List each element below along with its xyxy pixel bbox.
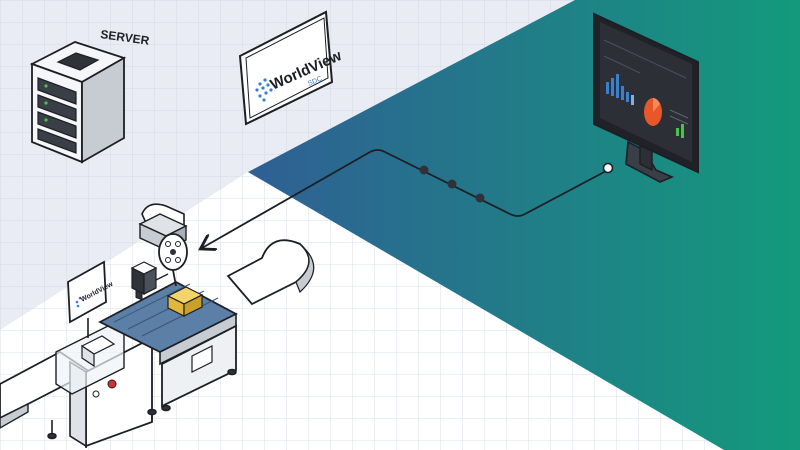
data-line-icon: [202, 149, 614, 248]
indicator-light: [107, 379, 117, 389]
globe-logo-icon: [255, 78, 273, 102]
dashboard-chart: [603, 39, 689, 138]
conveyor-icon: WorldView: [0, 239, 315, 448]
monitor-icon: [593, 12, 699, 183]
scanner-icon: [130, 203, 188, 301]
package-icon: [166, 286, 204, 317]
machine-sign-icon: WorldView: [67, 260, 115, 338]
server-label: SERVER: [100, 27, 151, 48]
server-icon: SERVER: [29, 27, 151, 164]
